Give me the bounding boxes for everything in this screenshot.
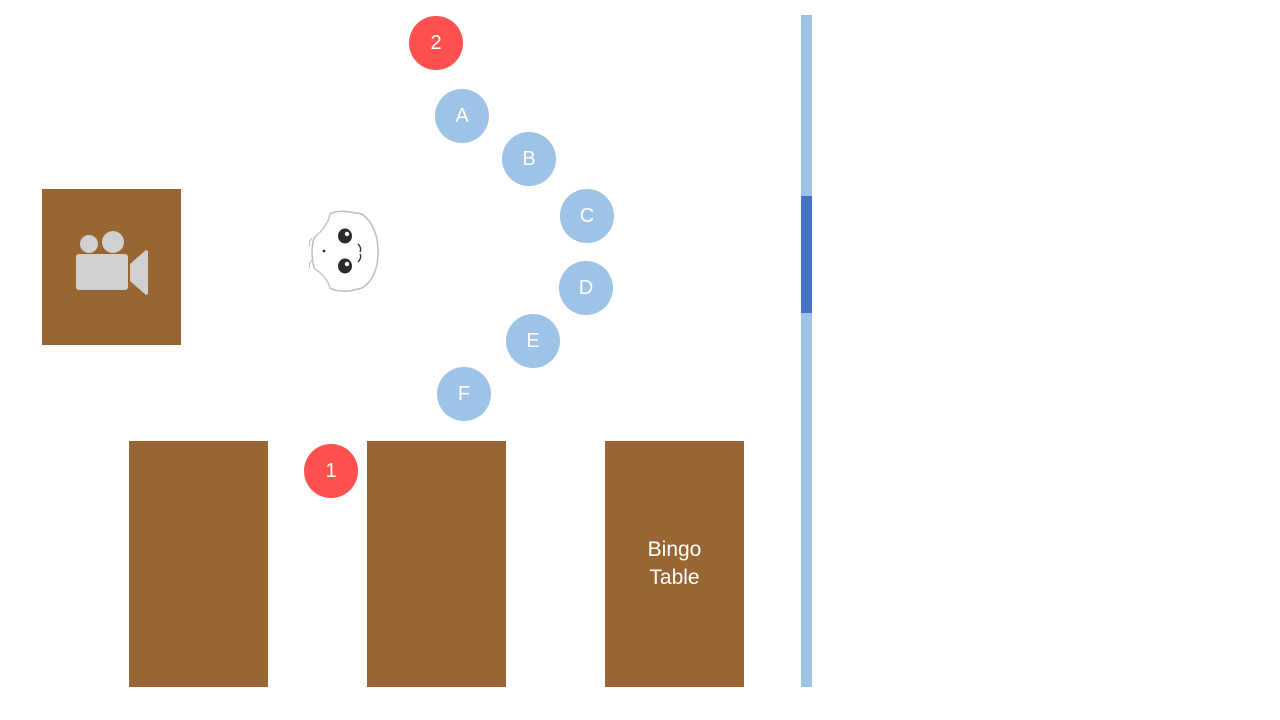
table-middle — [367, 441, 506, 687]
bingo-table: Bingo Table — [605, 441, 744, 687]
position-marker-1: 1 — [304, 444, 358, 498]
seat-b: B — [502, 132, 556, 186]
wall — [801, 15, 812, 687]
video-camera-icon — [76, 231, 148, 295]
position-marker-2: 2 — [409, 16, 463, 70]
table-left — [129, 441, 268, 687]
robot-top-view-icon — [308, 210, 379, 292]
door — [801, 196, 812, 313]
seat-f: F — [437, 367, 491, 421]
seat-c: C — [560, 189, 614, 243]
seat-e: E — [506, 314, 560, 368]
seat-d: D — [559, 261, 613, 315]
camera-station — [42, 189, 181, 345]
seat-a: A — [435, 89, 489, 143]
